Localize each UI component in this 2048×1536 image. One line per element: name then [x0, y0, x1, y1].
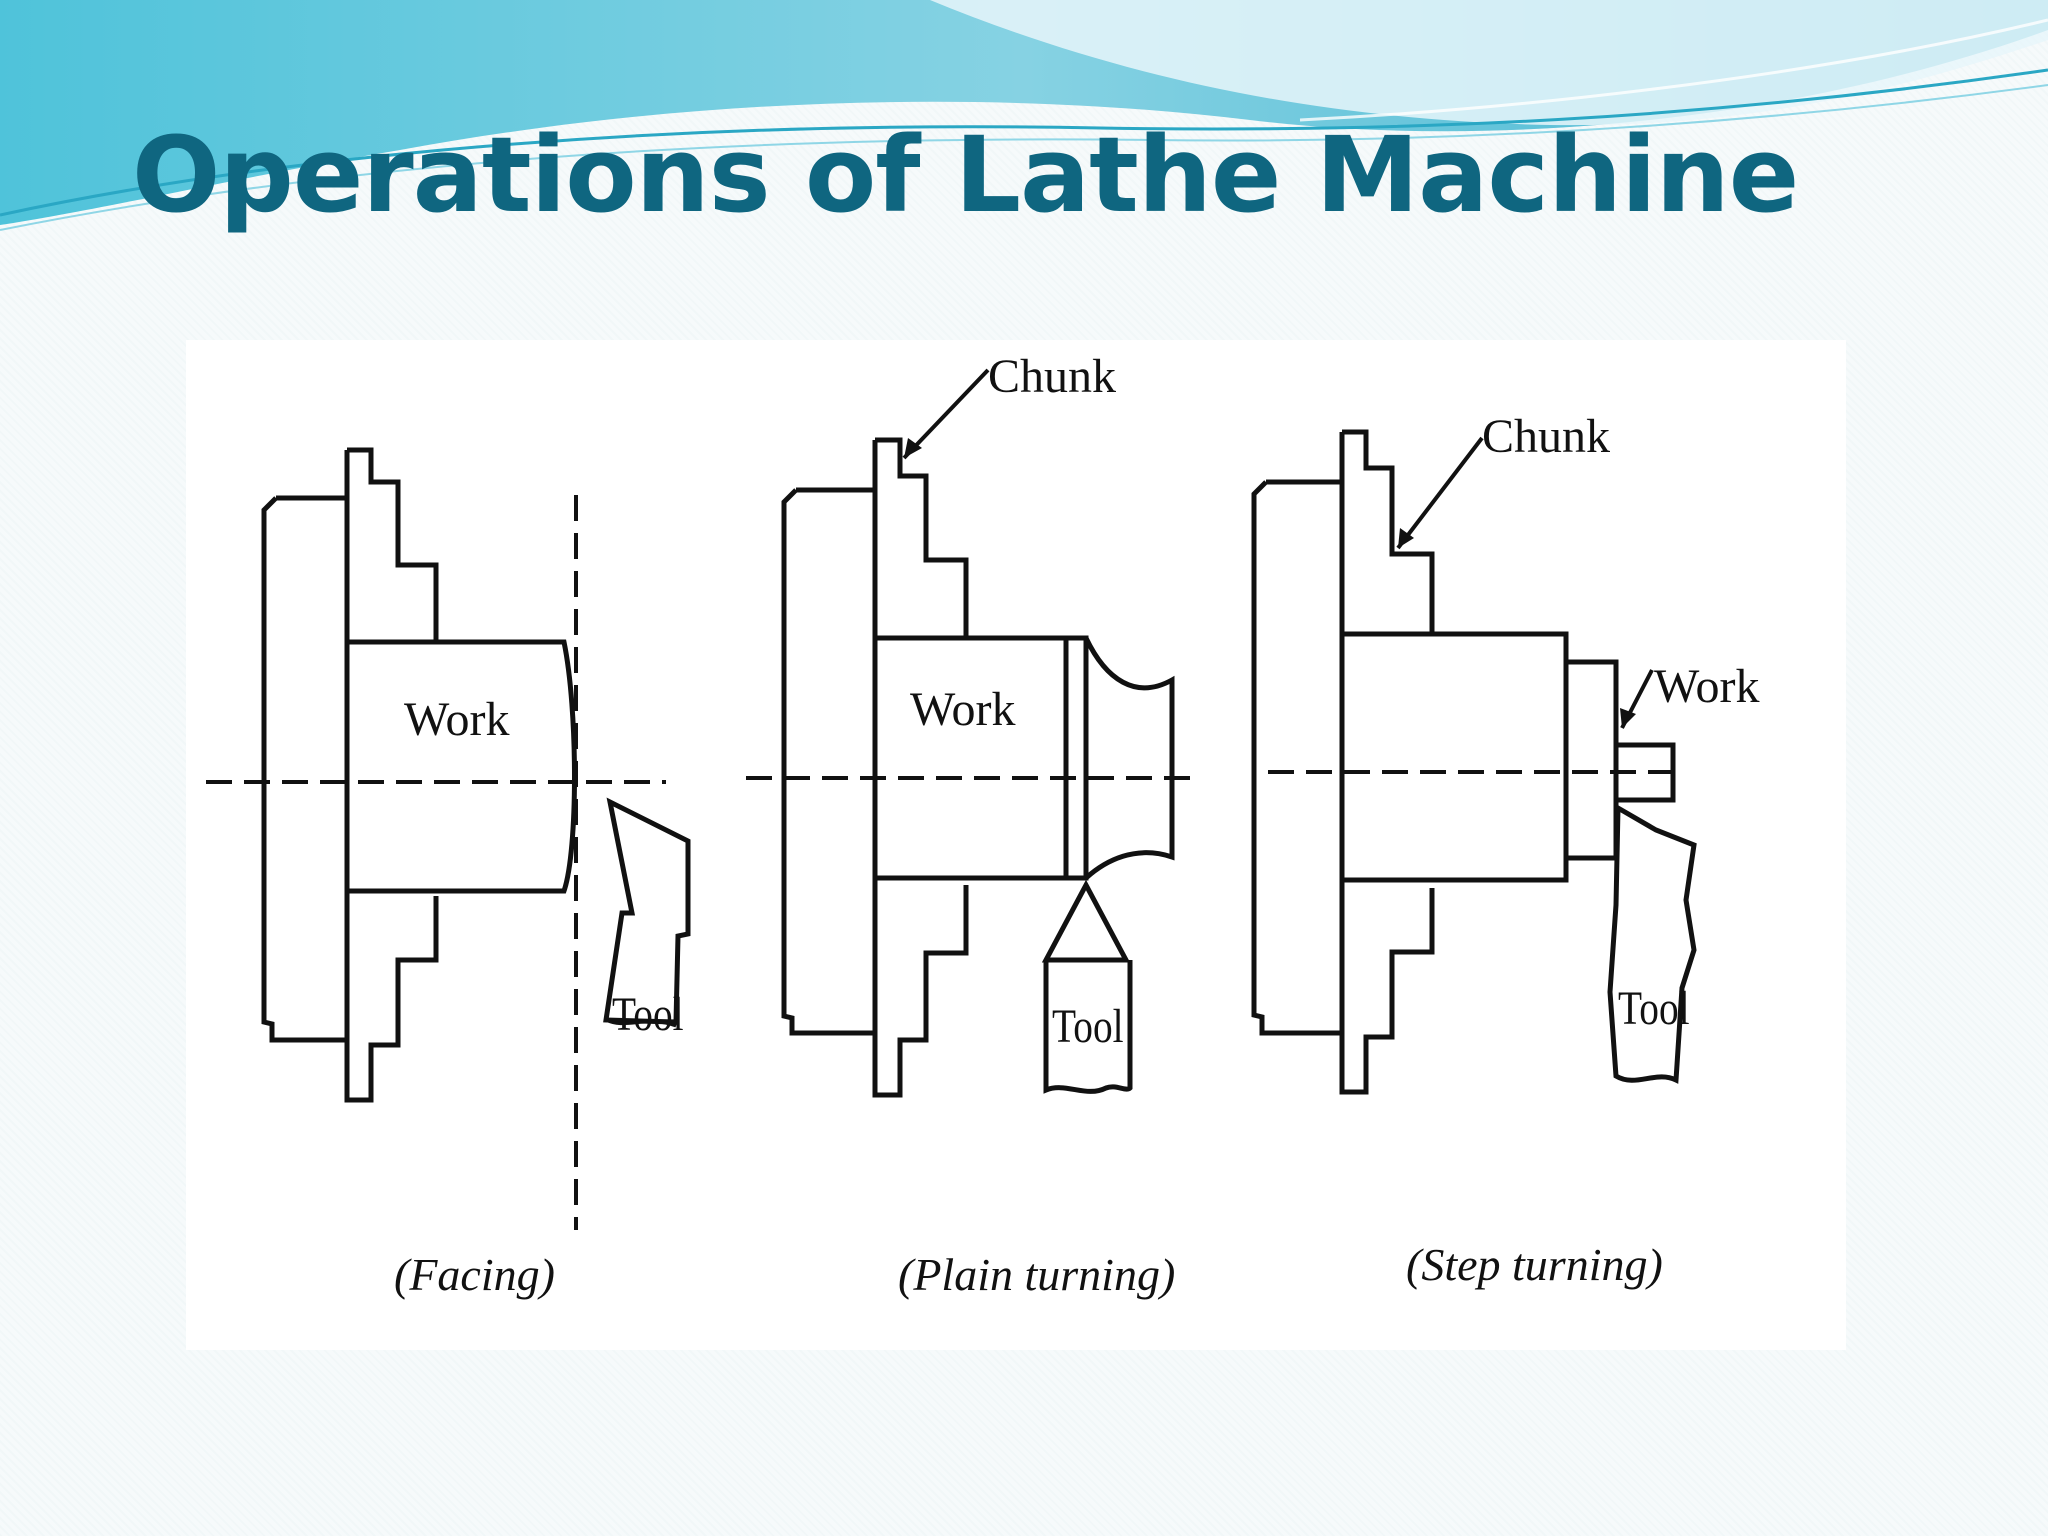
work-label-1: Work [404, 693, 509, 746]
facing-tool-shank-cut [605, 1018, 677, 1028]
chuck-backplate [261, 495, 347, 1043]
plain-turning-tool [1041, 879, 1133, 1094]
facing-tool [603, 797, 691, 1025]
chuck-body [872, 437, 969, 1098]
work-step-medium [1566, 659, 1619, 861]
lathe-operations-diagram: Work Tool (Facing) Chunk Work Tool (Plai… [206, 350, 1759, 1300]
work-label-3: Work [1654, 660, 1759, 713]
work-arrowhead-3 [1620, 708, 1636, 728]
tool-label-3: Tool [1618, 982, 1690, 1034]
caption-plain-turning: (Plain turning) [898, 1249, 1175, 1300]
header-wave-decoration [0, 0, 2048, 231]
work-cylinder [347, 639, 577, 894]
plain-turning-panel [781, 437, 1175, 1098]
tool-label-1: Tool [612, 988, 684, 1040]
slide-title: Operations of Lathe Machine [132, 114, 1799, 236]
chuck-arrowhead-2 [904, 438, 922, 458]
step-turning-tool [1607, 803, 1697, 1084]
work-cylinder-large [1342, 631, 1569, 883]
chuck-arrowhead-3 [1398, 528, 1414, 548]
chuck-label-3: Chunk [1482, 410, 1610, 463]
chuck-backplate [781, 487, 875, 1036]
lathe-operations-figure: Work Tool (Facing) Chunk Work Tool (Plai… [186, 340, 1846, 1350]
chuck-body [344, 447, 439, 1103]
facing-panel [261, 447, 691, 1103]
chuck-label-2: Chunk [988, 350, 1116, 403]
chuck-leader-line-2 [902, 368, 990, 460]
step-turning-panel [1251, 429, 1697, 1095]
chuck-body [1339, 429, 1435, 1095]
tool-label-2: Tool [1052, 1000, 1124, 1052]
turned-step [1083, 636, 1175, 880]
caption-facing: (Facing) [394, 1249, 555, 1300]
work-cylinder [875, 635, 1089, 881]
work-label-2: Work [910, 683, 1015, 736]
chuck-backplate [1251, 479, 1342, 1036]
chuck-leader-line-3 [1396, 436, 1484, 550]
caption-step-turning: (Step turning) [1406, 1239, 1663, 1290]
